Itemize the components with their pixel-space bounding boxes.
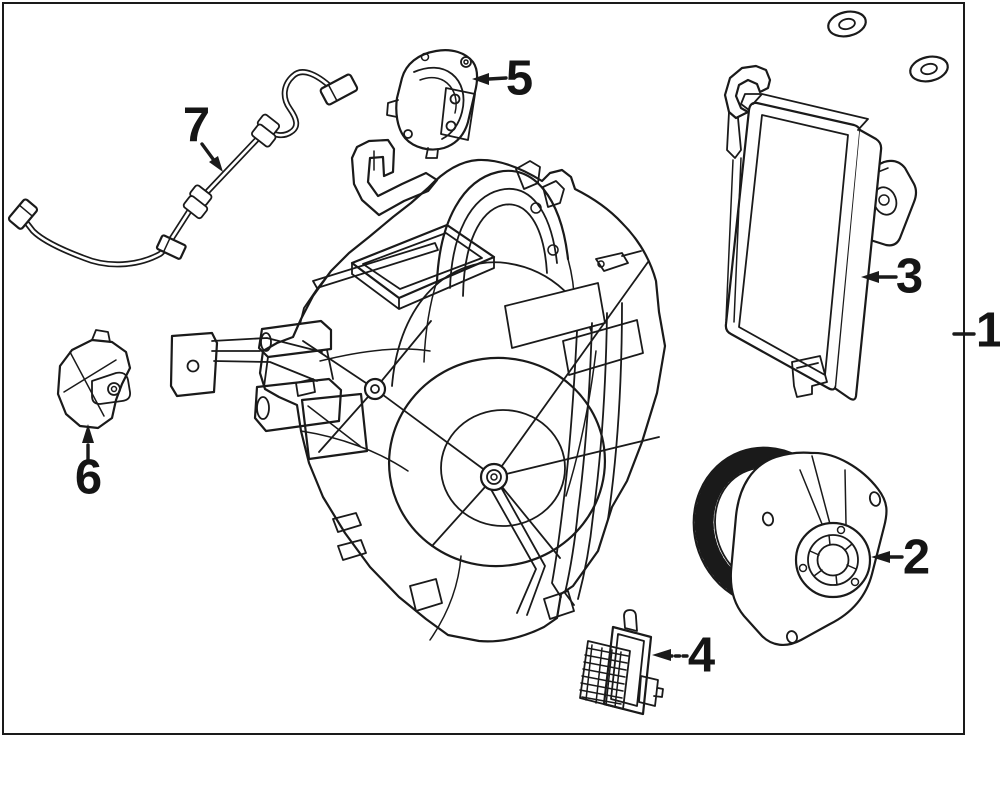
- callout-3-arrow: [861, 271, 898, 283]
- washer: [827, 10, 867, 38]
- mounting-washers: [827, 10, 949, 83]
- callout-5-arrow: [472, 73, 508, 85]
- mode-actuator-part: [386, 49, 479, 159]
- callout-4-arrow: [652, 649, 689, 661]
- callout-2-label[interactable]: 2: [902, 530, 930, 585]
- callout-5-label[interactable]: 5: [505, 51, 533, 106]
- blower-motor-part: [692, 446, 888, 646]
- diagram-border: [2, 2, 965, 735]
- callout-4-label[interactable]: 4: [687, 628, 715, 683]
- callout-2-arrow: [871, 551, 904, 563]
- housing-straps: [302, 261, 660, 616]
- resistor-fins: [579, 640, 631, 710]
- blower-resistor-part: [579, 609, 664, 716]
- harness-connector-top: [319, 73, 359, 106]
- callout-6-arrow: [82, 424, 94, 463]
- hvac-housing-assembly-part: [169, 138, 667, 643]
- housing-mounting-bracket: [169, 331, 323, 398]
- wiring-harness-part: [7, 69, 359, 268]
- callout-arrows: [82, 73, 976, 661]
- harness-clip: [182, 184, 213, 220]
- blower-motor-hub: [794, 521, 872, 599]
- harness-connector-mid: [155, 234, 187, 260]
- washer: [909, 55, 949, 83]
- callout-1-label[interactable]: 1: [975, 303, 1000, 358]
- callout-3-label[interactable]: 3: [895, 249, 923, 304]
- evaporator-core-part: [723, 64, 918, 401]
- harness-connector-end: [7, 198, 39, 230]
- callout-7-arrow: [200, 142, 223, 172]
- callout-6-label[interactable]: 6: [74, 450, 102, 505]
- harness-clip: [251, 113, 280, 148]
- door-actuator-part: [56, 329, 132, 430]
- callout-7-label[interactable]: 7: [182, 98, 210, 153]
- housing-top-bracket: [350, 138, 439, 217]
